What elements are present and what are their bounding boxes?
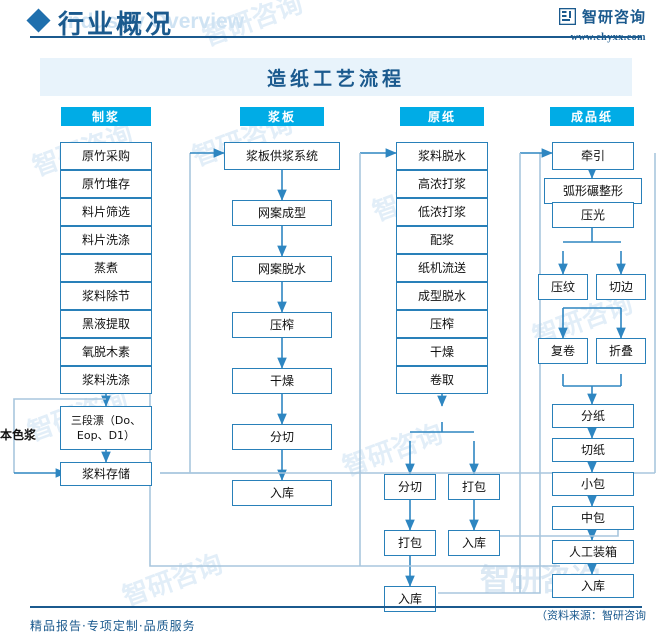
label-natural-pulp: 本色浆: [0, 428, 37, 442]
node-basepaper-4[interactable]: 配浆: [396, 226, 488, 254]
node-finished-tail-6[interactable]: 入库: [552, 574, 634, 598]
node-basepaper-branch-right-1[interactable]: 打包: [448, 474, 500, 500]
node-pulping-5[interactable]: 蒸煮: [60, 254, 152, 282]
page-title: 行业概况: [58, 10, 175, 40]
node-finished-tail-1[interactable]: 分纸: [552, 404, 634, 428]
node-finished-pair1-a[interactable]: 压纹: [538, 274, 588, 300]
footer-source: （资料来源：智研咨询: [536, 609, 646, 622]
node-basepaper-2[interactable]: 高浓打浆: [396, 170, 488, 198]
diamond-icon: [26, 8, 51, 33]
node-pulping-1[interactable]: 原竹采购: [60, 142, 152, 170]
chart-title-banner: 造纸工艺流程: [40, 58, 632, 96]
node-pulpboard-7[interactable]: 入库: [232, 480, 332, 506]
chart-title-text: 造纸工艺流程: [266, 67, 405, 90]
node-pulping-10[interactable]: 三段漂（Do、Eop、D1）: [60, 406, 152, 450]
node-pulpboard-3[interactable]: 网案脱水: [232, 256, 332, 282]
page-footer: 精品报告·专项定制·品质服务 （资料来源：智研咨询: [0, 597, 672, 643]
column-header-pulp-board: 浆板: [240, 107, 324, 126]
brand-logo-icon: [558, 7, 577, 26]
column-header-base-paper: 原纸: [400, 107, 484, 126]
node-finished-pair2-a[interactable]: 复卷: [538, 338, 588, 364]
node-pulping-7[interactable]: 黑液提取: [60, 310, 152, 338]
node-pulping-9[interactable]: 浆料洗涤: [60, 366, 152, 394]
node-pulping-8[interactable]: 氧脱木素: [60, 338, 152, 366]
node-pulpboard-4[interactable]: 压榨: [232, 312, 332, 338]
flowchart: 制浆 原竹采购 原竹堆存 料片筛选 料片洗涤 蒸煮 浆料除节 黑液提取 氧脱木素…: [0, 96, 672, 612]
node-pulpboard-1[interactable]: 浆板供浆系统: [224, 142, 340, 170]
node-finished-2[interactable]: 弧形碾整形: [544, 178, 642, 204]
node-basepaper-8[interactable]: 干燥: [396, 338, 488, 366]
node-pulpboard-6[interactable]: 分切: [232, 424, 332, 450]
node-basepaper-3[interactable]: 低浓打浆: [396, 198, 488, 226]
node-pulping-2[interactable]: 原竹堆存: [60, 170, 152, 198]
node-basepaper-branch-left-2[interactable]: 打包: [384, 530, 436, 556]
node-pulping-4[interactable]: 料片洗涤: [60, 226, 152, 254]
node-pulpboard-2[interactable]: 网案成型: [232, 200, 332, 226]
node-pulping-3[interactable]: 料片筛选: [60, 198, 152, 226]
node-basepaper-9[interactable]: 卷取: [396, 366, 488, 394]
brand-block: 智研咨询 www.chyxx.com: [558, 6, 646, 43]
page-header: Industry Overview 行业概况 智研咨询 www.chyxx.co…: [0, 0, 672, 54]
node-finished-tail-2[interactable]: 切纸: [552, 438, 634, 462]
node-finished-pair2-b[interactable]: 折叠: [596, 338, 646, 364]
node-finished-tail-3[interactable]: 小包: [552, 472, 634, 496]
column-header-pulping: 制浆: [61, 107, 151, 126]
node-basepaper-branch-left-1[interactable]: 分切: [384, 474, 436, 500]
header-watermark-text: Industry Overview: [62, 10, 245, 33]
node-pulping-6[interactable]: 浆料除节: [60, 282, 152, 310]
footer-tagline: 精品报告·专项定制·品质服务: [30, 619, 196, 633]
footer-divider: [30, 606, 642, 608]
brand-name: 智研咨询: [581, 8, 646, 26]
node-pulping-11[interactable]: 浆料存储: [60, 462, 152, 486]
node-basepaper-6[interactable]: 成型脱水: [396, 282, 488, 310]
node-finished-pair1-b[interactable]: 切边: [596, 274, 646, 300]
node-finished-tail-4[interactable]: 中包: [552, 506, 634, 530]
node-basepaper-7[interactable]: 压榨: [396, 310, 488, 338]
node-basepaper-1[interactable]: 浆料脱水: [396, 142, 488, 170]
brand-url: www.chyxx.com: [570, 32, 646, 43]
node-finished-3[interactable]: 压光: [552, 202, 634, 228]
column-header-finished-paper: 成品纸: [550, 107, 634, 126]
node-basepaper-branch-right-2[interactable]: 入库: [448, 530, 500, 556]
node-basepaper-5[interactable]: 纸机流送: [396, 254, 488, 282]
node-finished-1[interactable]: 牵引: [552, 142, 634, 170]
header-divider: [30, 36, 642, 38]
node-finished-tail-5[interactable]: 人工装箱: [552, 540, 634, 564]
node-pulpboard-5[interactable]: 干燥: [232, 368, 332, 394]
